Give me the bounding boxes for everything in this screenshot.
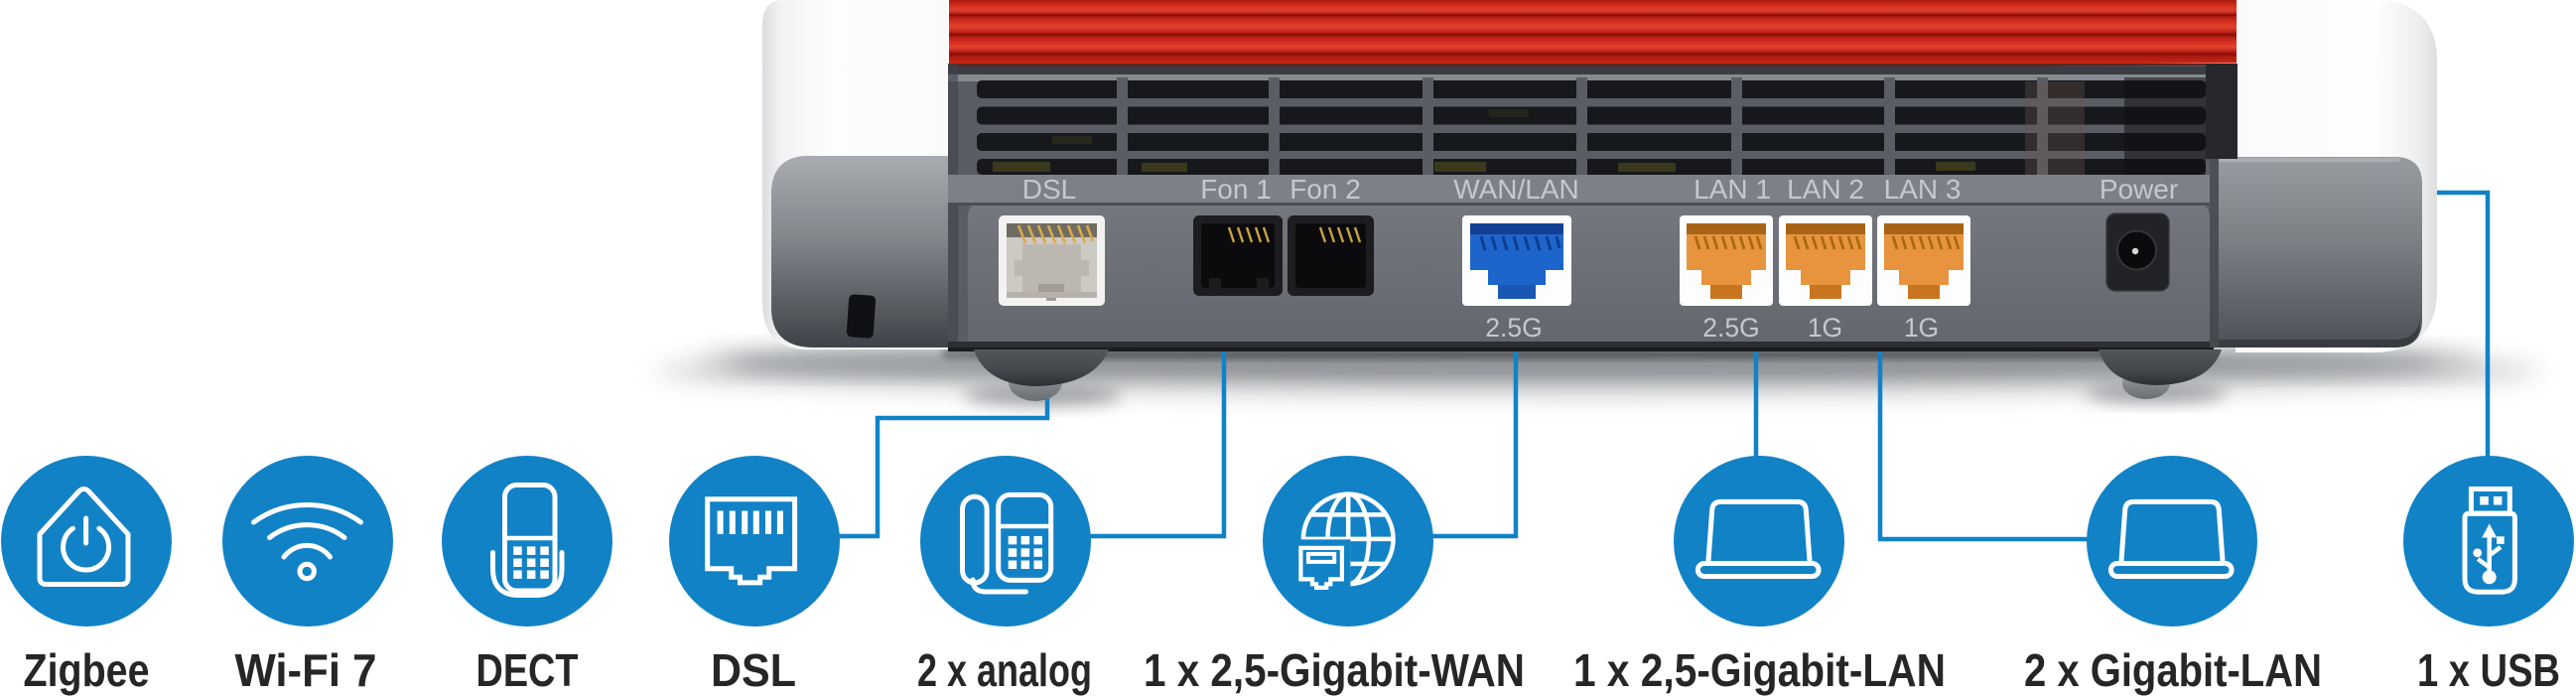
svg-text:1 x USB: 1 x USB (2417, 644, 2560, 696)
svg-text:Wi-Fi 7: Wi-Fi 7 (235, 644, 377, 696)
svg-text:1 x 2,5-Gigabit-LAN: 1 x 2,5-Gigabit-LAN (1573, 644, 1946, 696)
svg-text:1G: 1G (1904, 313, 1939, 343)
svg-text:Fon 2: Fon 2 (1289, 174, 1361, 205)
svg-text:2.5G: 2.5G (1485, 313, 1542, 343)
svg-text:2.5G: 2.5G (1702, 313, 1759, 343)
svg-text:LAN 2: LAN 2 (1787, 174, 1864, 205)
svg-text:Power: Power (2100, 174, 2178, 205)
svg-text:1G: 1G (1808, 313, 1842, 343)
svg-text:WAN/LAN: WAN/LAN (1453, 174, 1579, 205)
svg-text:DSL: DSL (711, 644, 796, 696)
svg-text:Zigbee: Zigbee (24, 644, 150, 696)
svg-text:2 x analog: 2 x analog (917, 644, 1092, 696)
svg-text:1 x 2,5-Gigabit-WAN: 1 x 2,5-Gigabit-WAN (1144, 644, 1525, 696)
svg-text:DECT: DECT (476, 644, 579, 696)
svg-text:Fon 1: Fon 1 (1200, 174, 1272, 205)
svg-text:LAN 3: LAN 3 (1884, 174, 1962, 205)
svg-text:2 x Gigabit-LAN: 2 x Gigabit-LAN (2024, 644, 2322, 696)
svg-text:DSL: DSL (1022, 174, 1076, 205)
svg-text:LAN 1: LAN 1 (1694, 174, 1771, 205)
